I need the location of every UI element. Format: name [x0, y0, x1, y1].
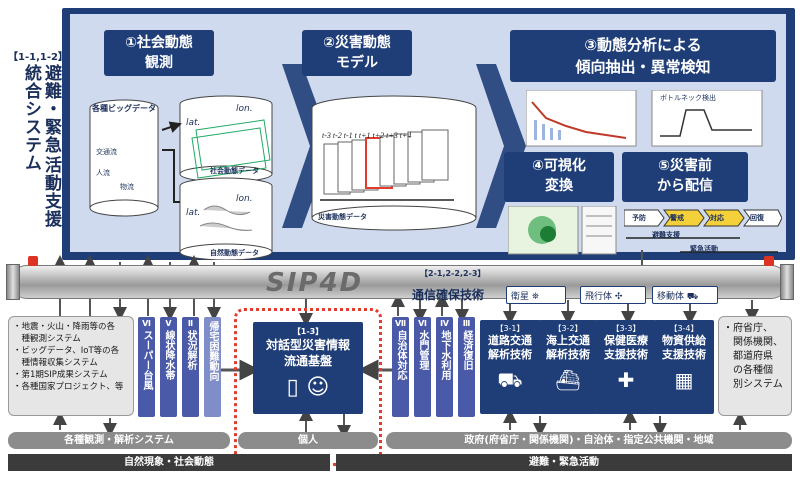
- valve-cap-left: [28, 256, 38, 266]
- step1-cylinders: [89, 95, 273, 260]
- step5-header: ⑤災害前から配信: [622, 152, 748, 202]
- bar-evacuation: 避難・緊急活動: [336, 454, 792, 471]
- lon1-label: lon.: [236, 104, 253, 114]
- system-ref: 【1-1,1-2】: [8, 52, 68, 63]
- social-data-label: 社会動態データ: [210, 167, 259, 175]
- tech-maritime-traffic: 【3-2】海上交通解析技術 ⛴: [538, 320, 598, 414]
- step4-header: ④可視化変換: [504, 152, 614, 202]
- logistics-label: 物流: [120, 183, 134, 191]
- traffic-label: 交通流: [96, 148, 117, 156]
- pipe-valve-left: [6, 264, 20, 300]
- phase-prevention: 予防: [632, 214, 646, 222]
- satellite-icon: ⛯: [531, 292, 540, 302]
- car-icon: ⛟: [686, 292, 699, 302]
- bigdata-label: 各種ビッグデータ: [92, 104, 156, 113]
- bottleneck-label: ボトルネック検出: [660, 94, 716, 102]
- drone-icon: ✣: [614, 292, 623, 302]
- tech-supply-logistics: 【3-4】物資供給支援技術 ▦: [654, 320, 714, 414]
- lat1-label: lat.: [186, 118, 201, 128]
- comm-aircraft: 飛行体 ✣: [580, 286, 646, 304]
- valve-cap-right: [764, 256, 774, 266]
- lat2-label: lat.: [186, 208, 201, 218]
- pipe-valve-right: [780, 264, 794, 300]
- bar-observation-systems: 各種観測・解析システム: [8, 432, 230, 449]
- boxes-icon: ▦: [674, 368, 694, 392]
- comm-title: 通信確保技術: [412, 288, 485, 302]
- gov-systems-box: ・府省庁、 関係機関、 都道府県 の各種個 別システム: [718, 316, 792, 416]
- comm-mobile: 移動体 ⛟: [652, 286, 718, 304]
- hospital-icon: ✚: [617, 368, 635, 392]
- smartphone-person-icon: ▯ ☺: [286, 375, 330, 400]
- svg-text:t-3 t-2 t-1 t t+1 t+2 t+3 t+4: t-3 t-2 t-1 t t+1 t+2 t+3 t+4: [322, 131, 411, 140]
- step5-phase-arrows: [624, 209, 782, 253]
- bar-personal: 個人: [238, 432, 378, 449]
- natural-data-label: 自然動態データ: [210, 249, 259, 257]
- comm-ref: 【2-1,2-2,2-3】: [420, 269, 486, 278]
- disaster-data-label: 災害動態データ: [318, 213, 367, 221]
- vbox-commuter-stranded: 帰宅困難動向: [204, 317, 221, 417]
- phase-response: 対応: [710, 214, 724, 222]
- step2-header: ②災害動態モデル: [302, 30, 412, 76]
- chevron-arrow-2: [476, 64, 526, 228]
- tech-health-medical: 【3-3】保健医療支援技術 ✚: [596, 320, 656, 414]
- ship-icon: ⛴: [555, 368, 581, 392]
- lon2-label: lon.: [236, 194, 253, 204]
- step1-header: ①社会動態観測: [104, 30, 214, 76]
- system-title-col1: 避難・緊急: [41, 64, 61, 154]
- system-title-col3: 活動支援: [41, 156, 61, 228]
- system-title-col2: 統合システム: [21, 64, 41, 172]
- step3-charts: [526, 90, 763, 147]
- phase-recovery: 回復: [750, 214, 764, 222]
- people-label: 人流: [96, 169, 110, 177]
- evac-support-label: 避難支援: [652, 231, 680, 239]
- sip4d-logo: SIP4D: [266, 268, 364, 298]
- comm-satellite: 衛星 ⛯: [506, 286, 566, 304]
- emergency-label: 緊急活動: [690, 245, 718, 253]
- step2-cylinder: t-3 t-2 t-1 t t+1 t+2 t+3 t+4: [311, 95, 477, 231]
- center-platform-box: 【1-3】 対話型災害情報 流通基盤 ▯ ☺: [253, 322, 363, 414]
- tech-road-traffic: 【3-1】道路交通解析技術 ⛟: [480, 320, 540, 414]
- phase-alert: 警戒: [670, 214, 684, 222]
- observation-systems-box: ・地震・火山・降雨等の各 種観測システム ・ビッグデータ、IoT等の各 種情報収…: [8, 316, 134, 416]
- system-title-block: [6, 48, 64, 230]
- bar-nature-social: 自然現象・社会動態: [8, 454, 330, 471]
- step3-header: ③動態分析による傾向抽出・異常検知: [510, 30, 776, 82]
- truck-icon: ⛟: [497, 368, 523, 392]
- bar-government: 政府(府省庁・関係機関)・自治体・指定公共機関・地域: [386, 432, 792, 449]
- step4-maps: [508, 206, 617, 255]
